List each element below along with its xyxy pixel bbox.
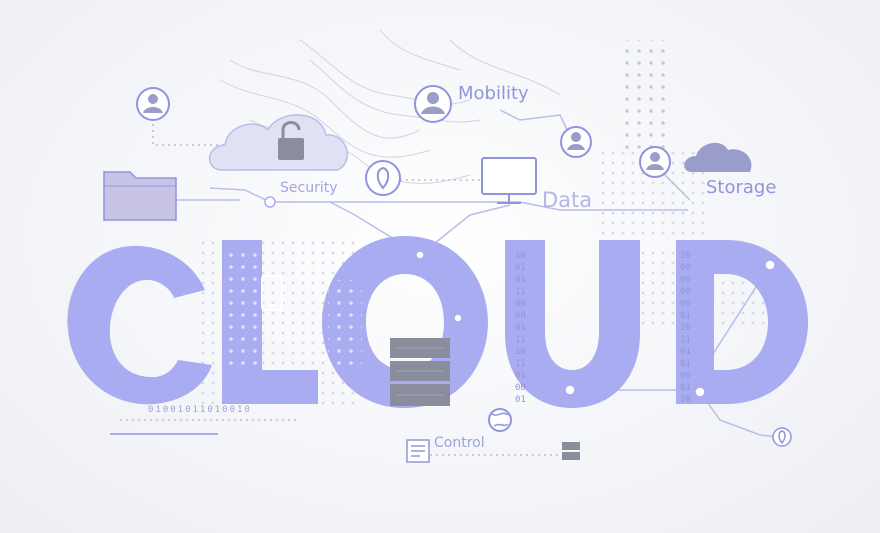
binary-digit: 01 xyxy=(680,311,691,321)
smartphone-icon xyxy=(261,275,283,311)
label-storage: Storage xyxy=(706,177,777,198)
binary-digit: 01 xyxy=(515,371,526,381)
label-security: Security xyxy=(280,180,338,196)
letter-u xyxy=(505,240,640,408)
user-icon xyxy=(414,85,452,123)
letter-c xyxy=(67,245,212,405)
binary-digit: 01 xyxy=(515,275,526,285)
binary-digit: 11 xyxy=(515,335,526,345)
binary-digit: 00 xyxy=(515,383,526,393)
binary-digit: 00 xyxy=(680,299,691,309)
binary-digit: 01 xyxy=(680,347,691,357)
binary-digit: 01 xyxy=(680,383,691,393)
binary-digit: 10 xyxy=(515,251,526,261)
binary-digit: 10 xyxy=(680,323,691,333)
location-pin-icon xyxy=(365,160,401,196)
user-icon xyxy=(639,146,671,178)
binary-row: 01001011010010 xyxy=(148,405,252,415)
dotted-lines xyxy=(120,118,560,456)
folder-icon xyxy=(103,171,177,221)
cloud-icon xyxy=(684,142,752,172)
binary-digit: 11 xyxy=(680,335,691,345)
user-icon xyxy=(136,87,170,121)
binary-digit: 00 xyxy=(680,263,691,273)
binary-digit: 01 xyxy=(515,395,526,405)
binary-digit: 10 xyxy=(680,395,691,405)
document-icon xyxy=(406,439,430,463)
binary-digit: 10 xyxy=(680,251,691,261)
binary-digit: 00 xyxy=(515,299,526,309)
binary-digit: 00 xyxy=(515,311,526,321)
binary-digit: 00 xyxy=(680,275,691,285)
monitor-icon xyxy=(481,157,537,204)
connection-nodes xyxy=(135,195,776,398)
cloud-headline-letters xyxy=(67,236,808,408)
letter-d xyxy=(676,240,808,404)
cloud-lock-icon xyxy=(208,114,349,171)
binary-digit: 11 xyxy=(515,359,526,369)
label-mobility: Mobility xyxy=(458,83,529,104)
binary-column: 10 01 01 11 00 00 01 11 10 11 01 00 01 xyxy=(515,251,526,405)
location-pin-icon xyxy=(772,427,792,447)
server-small-icon xyxy=(562,442,580,460)
binary-digit: 01 xyxy=(515,323,526,333)
binary-digit: 10 xyxy=(515,347,526,357)
label-data: Data xyxy=(542,188,593,212)
user-icon xyxy=(560,126,592,158)
server-icon xyxy=(390,338,450,406)
binary-column: 10 00 00 00 00 01 10 11 01 01 00 01 10 xyxy=(680,251,691,405)
binary-digit: 01 xyxy=(515,263,526,273)
globe-icon xyxy=(488,408,512,432)
label-control: Control xyxy=(434,435,485,451)
binary-digit: 11 xyxy=(515,287,526,297)
binary-digit: 00 xyxy=(680,371,691,381)
letter-dot-overlay xyxy=(226,245,362,370)
binary-digit: 00 xyxy=(680,287,691,297)
binary-digit: 01 xyxy=(680,359,691,369)
